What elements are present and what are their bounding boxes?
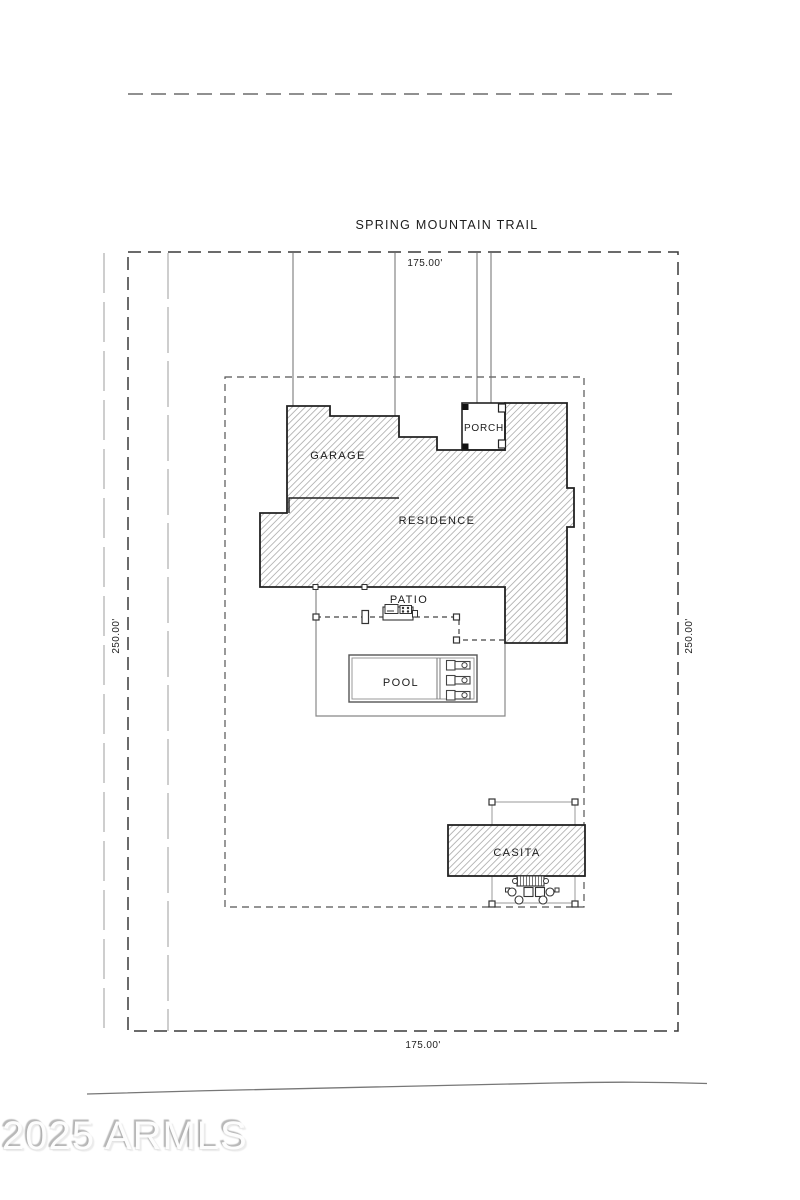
dimension-rear: 175.00' xyxy=(405,1040,440,1051)
porch-pillar-bottom-right xyxy=(497,439,507,449)
pool-lounge-chair xyxy=(445,689,471,701)
garage-wall xyxy=(288,497,399,513)
ramada-post-top-left xyxy=(488,798,496,806)
patio-post-west xyxy=(312,613,320,621)
porch-pillar-top-right xyxy=(497,403,507,413)
setback-boundary xyxy=(224,376,585,908)
porch-pillar-top-left xyxy=(462,404,469,410)
chair xyxy=(507,887,517,897)
porch-pillar-bottom-left xyxy=(462,443,469,450)
porch-outline xyxy=(461,402,506,451)
porch-label: PORCH xyxy=(464,423,504,434)
road-edge-curve xyxy=(86,1081,708,1095)
watermark-text: 2025 ARMLS xyxy=(2,1114,248,1158)
pool-group xyxy=(348,654,478,703)
side-table xyxy=(523,886,534,898)
property-boundary xyxy=(127,251,679,1032)
street-name-label: SPRING MOUNTAIN TRAIL xyxy=(355,218,538,232)
chair xyxy=(538,895,548,905)
patio-post-southeast xyxy=(452,636,461,644)
ramada-post-top-right xyxy=(571,798,579,806)
dimension-east: 250.00' xyxy=(684,618,695,653)
patio-column xyxy=(361,609,370,625)
patio-post-east xyxy=(452,613,461,621)
sofa xyxy=(516,875,545,887)
pool-label: POOL xyxy=(383,677,419,689)
dimension-west: 250.00' xyxy=(111,618,122,653)
dimension-front: 175.00' xyxy=(407,258,442,269)
casita-footprint xyxy=(447,824,586,877)
pool-lounge-chair xyxy=(445,659,471,671)
pool-lounge-chair xyxy=(445,674,471,686)
ramada-post-bottom-right xyxy=(571,900,579,908)
pool-court-wall xyxy=(315,588,506,717)
patio-label: PATIO xyxy=(390,594,428,606)
outdoor-kitchen xyxy=(382,604,418,621)
garage-label: GARAGE xyxy=(310,450,365,462)
casita-furniture xyxy=(505,875,560,905)
patio-post-anchor-left xyxy=(312,584,319,590)
patio-post-anchor-right xyxy=(361,584,368,590)
residence-footprint xyxy=(259,402,575,644)
casita-label: CASITA xyxy=(493,847,540,859)
chair xyxy=(545,887,555,897)
side-table xyxy=(534,886,546,898)
residence-label: RESIDENCE xyxy=(399,515,476,527)
chair xyxy=(514,895,524,905)
ramada-post-bottom-left xyxy=(488,900,496,908)
